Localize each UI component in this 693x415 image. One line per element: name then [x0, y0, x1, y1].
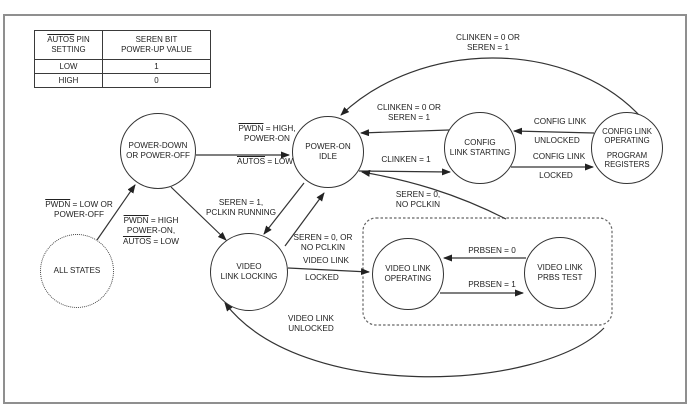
- arrow-videolocking-to-idle: [284, 192, 325, 247]
- label-pwdn-high-power-on-autos-low: PWDN = HIGH POWER-ON, AUTOS = LOW: [122, 216, 180, 246]
- table-cell-value: 1: [102, 59, 211, 74]
- arrow-configoperating-to-configstarting: [513, 127, 595, 135]
- arrow-groupbox-to-idle: [361, 169, 507, 220]
- arrow-videolocking-to-videooperating: [287, 267, 370, 276]
- state-video-link-locking: VIDEO LINK LOCKING: [210, 233, 288, 311]
- state-config-link-operating: CONFIG LINK OPERATING PROGRAM REGISTERS: [591, 112, 663, 184]
- label-pwdn-high-power-on: PWDN = HIGH, POWER-ON: [238, 124, 296, 144]
- arrow-videounlocked-to-videolocking-arc: [224, 302, 605, 378]
- label-video-link-locked-top: VIDEO LINK: [303, 256, 349, 265]
- table-row: HIGH 0: [34, 73, 211, 88]
- state-video-link-prbs-test: VIDEO LINK PRBS TEST: [524, 237, 596, 309]
- label-seren0-no-pclkin: SEREN = 0, NO PCLKIN: [395, 190, 441, 210]
- table-cell-value: 0: [102, 73, 211, 88]
- label-config-link-locked-bottom: LOCKED: [539, 171, 573, 180]
- table-cell-setting: HIGH: [34, 73, 103, 88]
- table-cell-setting: LOW: [34, 59, 103, 74]
- label-video-link-unlocked: VIDEO LINK UNLOCKED: [288, 314, 334, 334]
- arrow-powerdown-to-videolocking: [170, 186, 227, 241]
- label-config-link-locked-top: CONFIG LINK: [532, 152, 586, 161]
- autos-seren-truth-table: AUTOS PIN SETTING SEREN BIT POWER-UP VAL…: [34, 30, 211, 88]
- label-video-link-locked-bottom: LOCKED: [305, 273, 339, 282]
- arrow-idle-to-configstarting: [358, 168, 451, 176]
- state-power-down-or-power-off: POWER-DOWN OR POWER-OFF: [120, 113, 196, 189]
- label-seren1-pclkin-running: SEREN = 1, PCLKIN RUNNING: [205, 198, 277, 218]
- label-pwdn-low-or-power-off: PWDN = LOW OR POWER-OFF: [45, 200, 113, 220]
- label-config-link-unlocked-bottom: UNLOCKED: [534, 136, 580, 145]
- table-header-autos-pin: AUTOS PIN SETTING: [34, 30, 103, 60]
- state-all-states: ALL STATES: [40, 234, 114, 308]
- arrow-configoperating-to-idle-arc: [340, 57, 640, 116]
- label-clinken1: CLINKEN = 1: [381, 155, 431, 164]
- label-seren0-or-no-pclkin: SEREN = 0, OR NO PCLKIN: [293, 233, 353, 253]
- autos-overline-text: AUTOS: [47, 35, 75, 45]
- arrow-configstarting-to-idle: [360, 129, 450, 137]
- arrow-idle-to-videolocking: [263, 182, 305, 235]
- label-prbsen1: PRBSEN = 1: [468, 280, 516, 289]
- state-config-link-starting: CONFIG LINK STARTING: [444, 112, 516, 184]
- figure-border: [3, 14, 687, 404]
- state-power-on-idle: POWER-ON IDLE: [292, 116, 364, 188]
- table-header-seren-bit: SEREN BIT POWER-UP VALUE: [102, 30, 211, 60]
- label-clinken0-or-seren1: CLINKEN = 0 OR SEREN = 1: [377, 103, 441, 123]
- arrow-allstates-to-powerdown: [96, 184, 136, 241]
- label-prbsen0: PRBSEN = 0: [468, 246, 516, 255]
- table-row: LOW 1: [34, 59, 211, 74]
- label-clinken0-or-seren1-arc: CLINKEN = 0 OR SEREN = 1: [456, 33, 520, 53]
- label-config-link-unlocked-top: CONFIG LINK: [533, 117, 587, 126]
- state-video-link-operating: VIDEO LINK OPERATING: [372, 238, 444, 310]
- label-autos-low: AUTOS = LOW: [236, 157, 294, 166]
- video-link-group-box: [362, 217, 613, 326]
